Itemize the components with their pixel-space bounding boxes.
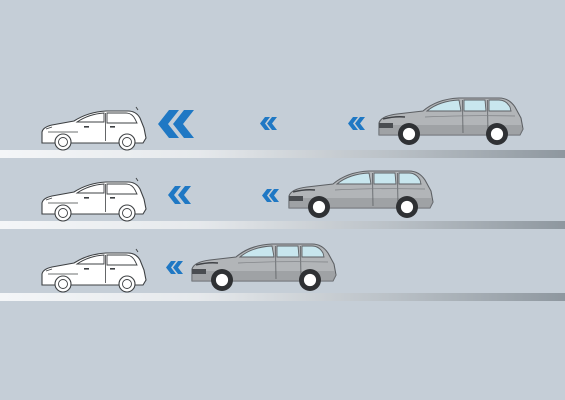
following-suv-2 bbox=[288, 170, 434, 219]
lead-hatchback-1 bbox=[41, 106, 147, 151]
road-lane-1 bbox=[0, 150, 565, 158]
medium-chevron-icon bbox=[168, 186, 191, 204]
scene-3-small-gap bbox=[41, 243, 337, 293]
lead-hatchback-2 bbox=[41, 177, 147, 222]
small-chevron-icon bbox=[260, 117, 277, 130]
small-chevron-icon bbox=[262, 189, 279, 202]
small-chevron-icon bbox=[348, 117, 365, 130]
large-chevron-icon bbox=[158, 110, 194, 138]
scene-2-medium-gap bbox=[41, 170, 434, 222]
scene-1-large-gap bbox=[41, 97, 524, 151]
road-lane-2 bbox=[0, 221, 565, 229]
following-suv-1 bbox=[378, 97, 524, 146]
lead-hatchback-3 bbox=[41, 248, 147, 293]
small-chevron-icon bbox=[166, 261, 183, 274]
following-suv-3 bbox=[191, 243, 337, 292]
road-lane-3 bbox=[0, 293, 565, 301]
